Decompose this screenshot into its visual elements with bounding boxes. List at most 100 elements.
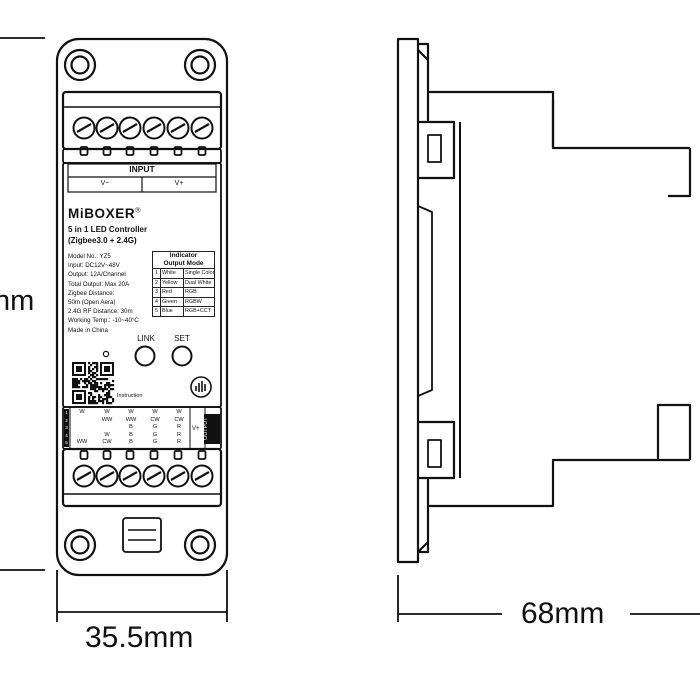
output-cell: CW xyxy=(102,439,112,446)
indicator-mode: Single Color xyxy=(185,270,214,276)
set-button[interactable] xyxy=(171,345,193,367)
output-cell: WW xyxy=(125,416,137,423)
output-cell: R xyxy=(176,439,182,446)
input-positive-label: V+ xyxy=(174,180,184,187)
terminal-pin xyxy=(102,146,112,156)
lower-clip xyxy=(418,420,456,480)
output-row-number: 3 xyxy=(64,424,69,432)
width-dimension-label: 35.5mm xyxy=(85,621,194,654)
bottom-left-screw-hole xyxy=(63,528,97,562)
qr-code xyxy=(72,362,115,405)
output-cell: W xyxy=(79,409,85,415)
indicator-number: 3 xyxy=(153,288,161,297)
output-cell: R xyxy=(176,424,182,431)
top-left-screw-hole xyxy=(63,48,97,82)
set-label: SET xyxy=(174,334,190,343)
indicator-number: 4 xyxy=(153,297,161,307)
terminal-screw xyxy=(166,464,190,488)
indicator-number: 2 xyxy=(153,278,161,288)
spec-line: Output: 12A/Channel xyxy=(68,271,126,279)
terminal-pin xyxy=(125,146,135,156)
side-profile xyxy=(418,42,692,554)
product-title: 5 in 1 LED Controller xyxy=(68,225,148,234)
top-terminal-housing xyxy=(61,90,223,151)
output-cell: R xyxy=(176,431,182,438)
input-header: INPUT xyxy=(129,164,155,174)
terminal-pin xyxy=(173,450,183,460)
output-cell: W xyxy=(128,409,134,415)
indicator-color: Blue xyxy=(161,307,184,316)
side-view xyxy=(396,37,692,564)
output-cell: CW xyxy=(150,416,160,423)
status-led xyxy=(102,350,110,358)
output-row-number: 5 xyxy=(64,439,69,447)
terminal-pin xyxy=(79,450,89,460)
output-cell: W xyxy=(104,431,110,438)
link-button[interactable] xyxy=(134,345,156,367)
indicator-number: 5 xyxy=(153,307,161,316)
front-outline xyxy=(55,37,229,577)
top-terminal-screws xyxy=(72,116,214,156)
terminal-pin xyxy=(173,146,183,156)
output-row: 4 W B G R xyxy=(64,431,190,440)
front-view xyxy=(55,37,229,577)
brand-registered-mark: ® xyxy=(135,207,141,215)
indicator-mode: RGB xyxy=(185,289,197,296)
output-vplus-label: V+ xyxy=(192,426,200,432)
spec-line: 2.4G RF Distance: 30m xyxy=(68,308,133,316)
bottom-right-screw-hole xyxy=(183,528,217,562)
output-cell: G xyxy=(152,424,158,431)
output-cell: WW xyxy=(76,439,88,446)
output-row: 5 WW CW B G R xyxy=(64,439,190,447)
terminal-pin xyxy=(102,450,112,460)
indicator-mode: RGBW xyxy=(185,298,202,305)
instruction-icon xyxy=(190,376,212,398)
spec-line: Total Output: Max 20A xyxy=(68,280,130,288)
din-latch xyxy=(122,517,162,553)
spec-line: Input: DC12V~48V xyxy=(68,262,120,270)
output-cell: G xyxy=(152,431,158,438)
output-row-number: 1 xyxy=(64,409,69,417)
output-cell: B xyxy=(129,439,133,446)
terminal-pin xyxy=(149,450,159,460)
height-dimension-label: nm xyxy=(0,285,35,317)
upper-clip xyxy=(418,120,456,180)
indicator-mode: RGB+CCT xyxy=(185,308,211,315)
depth-dimension-label: 68mm xyxy=(521,597,605,630)
terminal-pin xyxy=(79,146,89,156)
spec-line: Made in China xyxy=(68,326,108,334)
spec-line: Zigbee Distance: xyxy=(68,289,115,297)
output-cell: W xyxy=(152,409,158,415)
indicator-subtitle: Output Mode xyxy=(153,260,214,269)
spec-line: Model No.: YZ5 xyxy=(68,253,111,260)
terminal-screw xyxy=(95,116,119,140)
output-row-number: 2 xyxy=(64,416,69,425)
terminal-pin xyxy=(125,450,135,460)
terminal-screw xyxy=(95,464,119,488)
output-row-number: 4 xyxy=(64,431,69,440)
terminal-screw xyxy=(142,116,166,140)
dimension-lines xyxy=(0,37,700,622)
instruction-label: Instruction xyxy=(117,393,143,399)
terminal-screw xyxy=(190,464,214,488)
output-cell: WW xyxy=(101,416,113,423)
output-cell: W xyxy=(104,409,110,415)
bottom-terminal-housing xyxy=(61,447,223,508)
indicator-color: Green xyxy=(161,297,184,307)
input-negative-label: V− xyxy=(100,180,110,187)
output-cell: G xyxy=(152,439,158,446)
brand-logo: MiBOXER® xyxy=(68,207,141,221)
product-subtitle: (Zigbee3.0 + 2.4G) xyxy=(68,236,137,245)
output-cell: B xyxy=(129,431,133,438)
